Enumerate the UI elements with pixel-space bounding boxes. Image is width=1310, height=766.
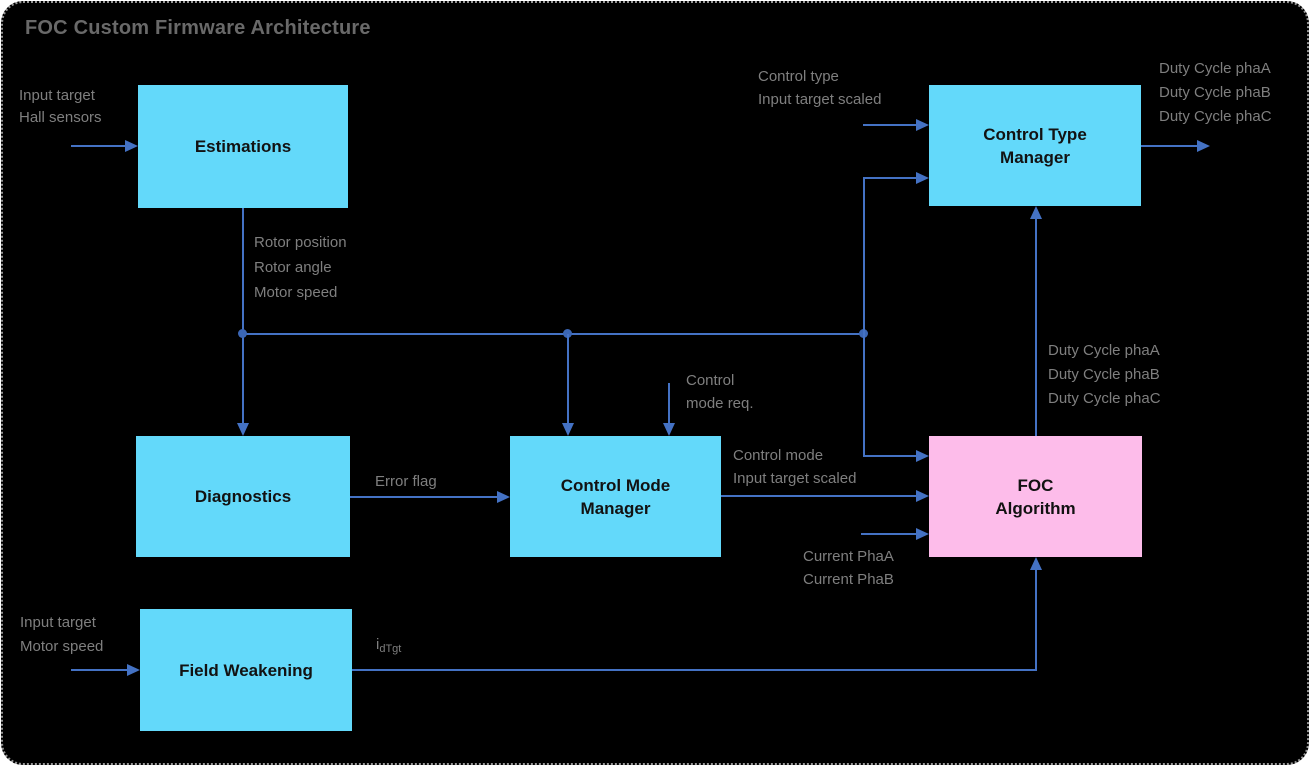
arrowhead-into-control-type-manager-lower (916, 172, 929, 184)
edge-label-idtgt: idTgt (376, 633, 401, 661)
edge-label-field-weakening-inputs: Input target Motor speed (20, 614, 104, 655)
arrowhead-into-foc-bottom (1030, 557, 1042, 570)
connector-control-mode-foc (721, 495, 916, 497)
arrowhead-into-control-type-manager-upper (916, 119, 929, 131)
arrowhead-into-foc-lower (916, 528, 929, 540)
connector-estimations-diagnostics (242, 208, 244, 423)
junction-dot-left (238, 329, 247, 338)
arrowhead-into-control-type-manager-bottom (1030, 206, 1042, 219)
connector-field-weakening-foc-vertical (1035, 569, 1037, 670)
connector-input-field-weakening (71, 669, 128, 671)
diagram-title: FOC Custom Firmware Architecture (25, 17, 371, 39)
connector-control-type-inputs (863, 124, 916, 126)
arrowhead-error-flag (497, 491, 510, 503)
edge-label-estimations-outputs: Rotor position Rotor angle Motor speed (254, 234, 347, 301)
edge-label-estimations-inputs: Input target Hall sensors (19, 87, 102, 126)
edge-label-control-mode-request: Control mode req. (686, 372, 754, 412)
connector-bus-control-mode-manager (567, 334, 569, 423)
junction-dot-middle (563, 329, 572, 338)
arrowhead-control-mode-request (663, 423, 675, 436)
arrowhead-duty-cycle-output (1197, 140, 1210, 152)
arrowhead-into-diagnostics (237, 423, 249, 436)
node-control-mode-manager: Control Mode Manager (510, 436, 721, 557)
edge-label-duty-cycle-outputs: Duty Cycle phaA Duty Cycle phaB Duty Cyc… (1159, 60, 1272, 125)
connector-diagnostics-control-mode-manager (350, 496, 497, 498)
arrowhead-into-foc-upper (916, 450, 929, 462)
connector-bus-up-branch (863, 178, 865, 334)
connector-field-weakening-foc-horizontal (352, 669, 1037, 671)
connector-control-type-output (1141, 145, 1198, 147)
connector-bus-down-branch (863, 334, 865, 456)
connector-currents-foc (861, 533, 916, 535)
connector-control-mode-request (668, 383, 670, 423)
edge-label-control-type-inputs: Control type Input target scaled (758, 68, 882, 108)
node-estimations: Estimations (138, 85, 348, 208)
arrowhead-into-foc-middle (916, 490, 929, 502)
node-field-weakening: Field Weakening (140, 609, 352, 731)
edge-label-duty-cycle-internal: Duty Cycle phaA Duty Cycle phaB Duty Cyc… (1048, 342, 1161, 407)
arrowhead-into-control-mode-manager-top (562, 423, 574, 436)
node-control-type-manager: Control Type Manager (929, 85, 1141, 206)
node-foc-algorithm: FOC Algorithm (929, 436, 1142, 557)
edge-label-error-flag: Error flag (375, 473, 437, 490)
edge-label-control-mode-outputs: Control mode Input target scaled (733, 447, 857, 487)
idtgt-subscript: dTgt (379, 643, 402, 655)
connector-foc-control-type-manager (1035, 218, 1037, 436)
connector-bus-foc-algorithm (863, 455, 916, 457)
node-diagnostics: Diagnostics (136, 436, 350, 557)
connector-bus-control-type-manager (863, 177, 916, 179)
connector-estimations-bus (242, 333, 864, 335)
arrowhead-into-field-weakening (127, 664, 140, 676)
edge-label-current-inputs: Current PhaA Current PhaB (803, 548, 894, 588)
idtgt-base: i (376, 636, 380, 653)
connector-input-estimations (71, 145, 127, 147)
arrowhead-into-estimations (125, 140, 138, 152)
